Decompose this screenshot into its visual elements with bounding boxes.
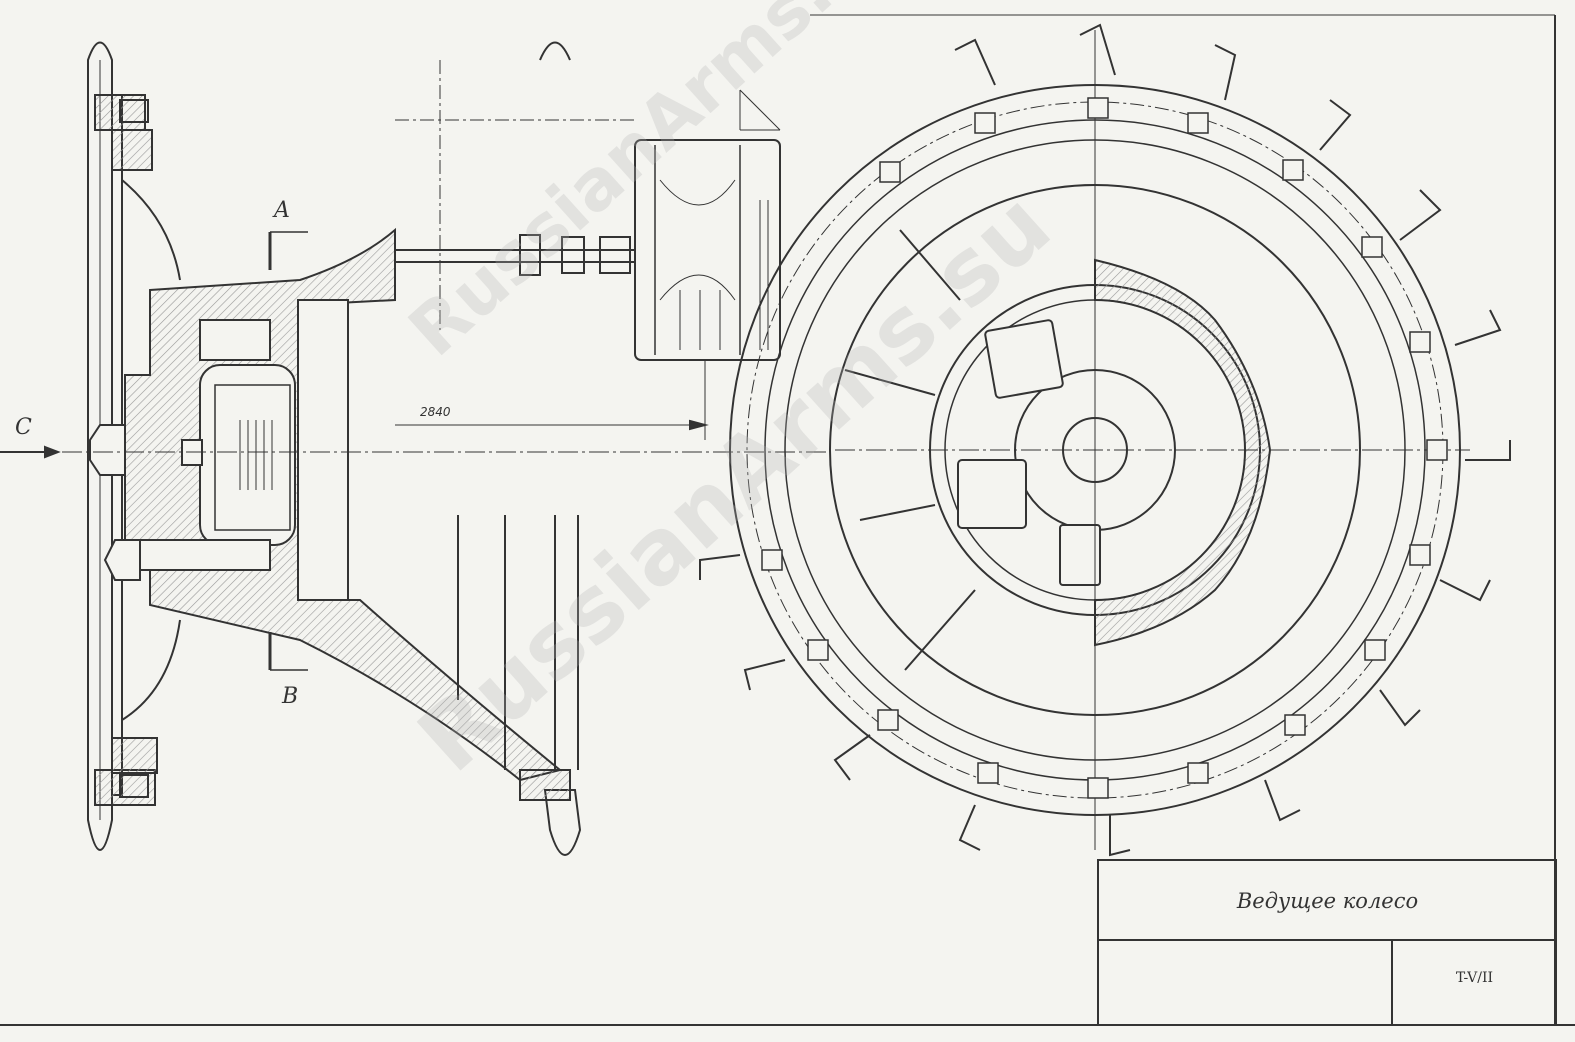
- view-label-c: C: [15, 415, 32, 440]
- sprocket-front-view: [699, 23, 1511, 857]
- final-drive-view: [395, 41, 781, 440]
- section-label-b: B: [282, 684, 299, 709]
- section-label-a: A: [274, 198, 290, 223]
- drawing-code: T-V/II: [1455, 969, 1494, 986]
- title-block: [1097, 859, 1557, 1026]
- side-section-view: [0, 41, 830, 856]
- dimension-label: 2840: [420, 405, 451, 419]
- drawing-title: Ведущее колесо: [1236, 889, 1419, 913]
